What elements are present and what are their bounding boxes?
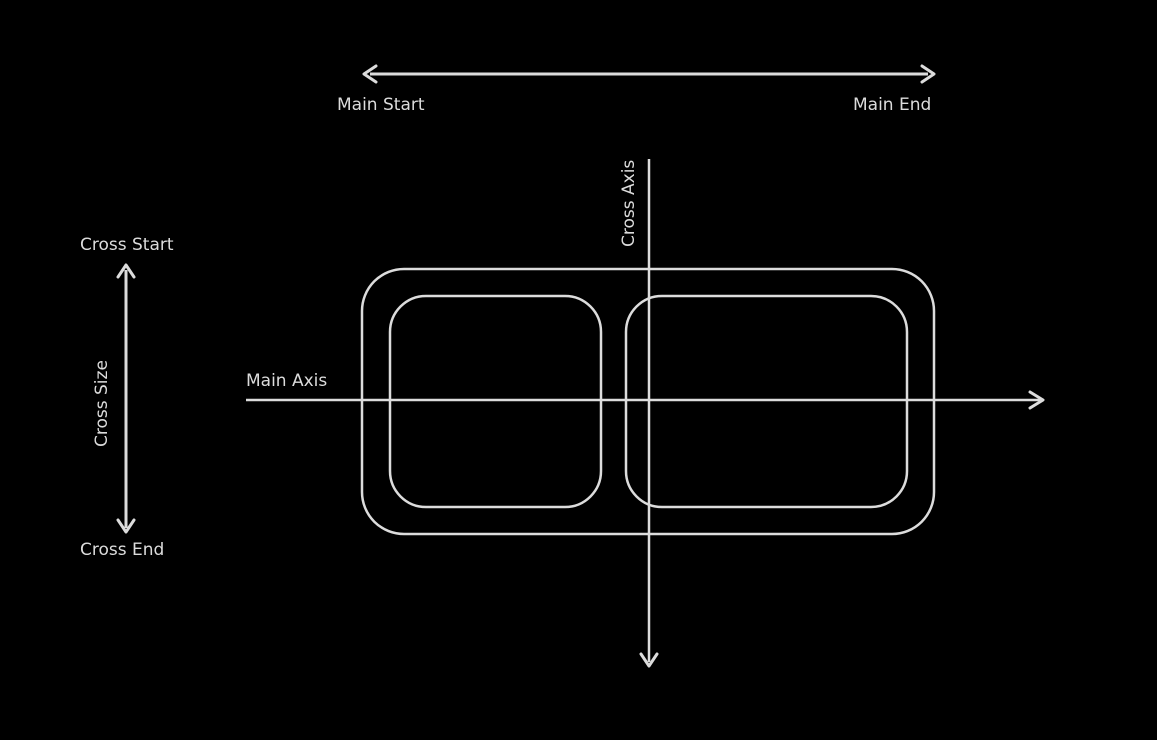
flex-item-2 [624,294,909,509]
flex-item-1 [388,294,603,509]
main-start-label: Main Start [337,95,425,115]
main-end-label: Main End [853,95,932,115]
main-axis-arrow [246,390,1045,410]
cross-end-label: Cross End [80,540,165,560]
cross-direction-arrow [116,263,136,534]
cross-size-label: Cross Size [92,360,112,447]
main-start-arrowhead-icon [362,64,378,84]
cross-axis-arrowhead-icon [639,652,659,668]
main-direction-arrow [362,64,936,84]
cross-start-label: Cross Start [80,235,174,255]
cross-axis-label: Cross Axis [619,159,639,247]
main-axis-arrowhead-icon [1028,390,1045,410]
main-end-arrowhead-icon [920,64,936,84]
cross-end-arrowhead-icon [116,518,136,534]
main-axis-label: Main Axis [246,371,328,391]
cross-axis-arrow [639,159,659,668]
cross-start-arrowhead-icon [116,263,136,279]
